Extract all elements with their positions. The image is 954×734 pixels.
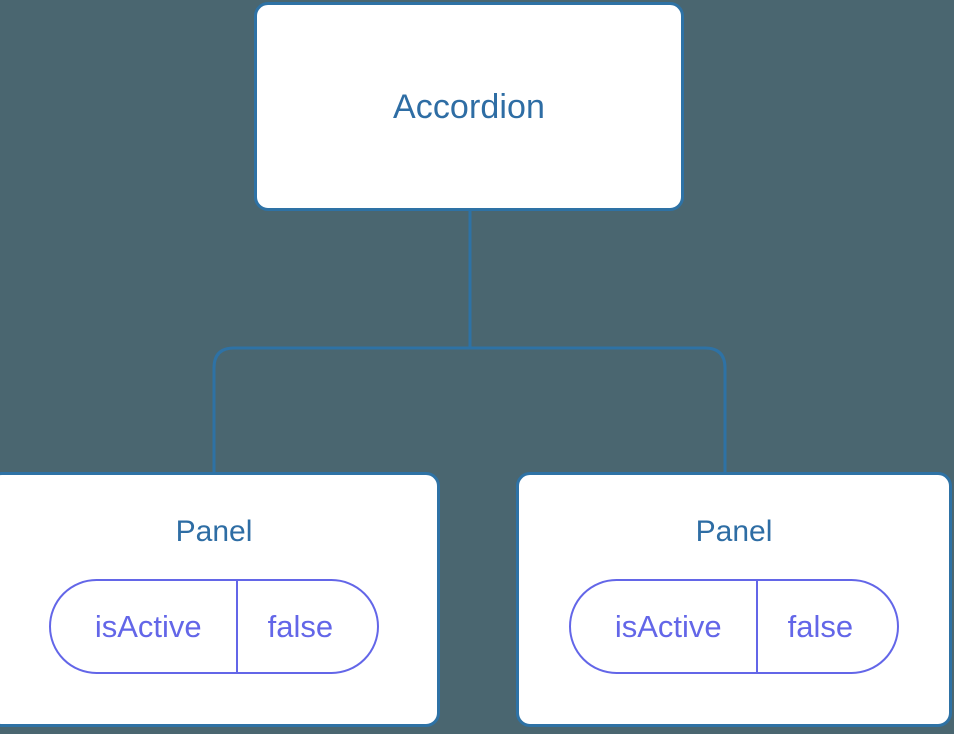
state-key-panel-1: isActive (571, 581, 758, 672)
state-key-panel-0: isActive (51, 581, 238, 672)
node-accordion-label: Accordion (392, 87, 546, 126)
node-panel-0-label: Panel (175, 515, 253, 548)
node-panel-1[interactable]: Panel isActive false (516, 472, 952, 727)
node-accordion[interactable]: Accordion (254, 2, 684, 211)
state-badge-panel-1[interactable]: isActive false (568, 579, 900, 674)
state-badge-panel-0[interactable]: isActive false (48, 579, 380, 674)
edge-root-to-panel-1 (470, 346, 727, 474)
edge-root-to-panel-0 (212, 346, 470, 474)
state-value-panel-0: false (267, 608, 334, 644)
node-panel-0[interactable]: Panel isActive false (0, 472, 440, 727)
node-panel-1-label: Panel (695, 515, 773, 548)
state-value-panel-1: false (787, 608, 854, 644)
